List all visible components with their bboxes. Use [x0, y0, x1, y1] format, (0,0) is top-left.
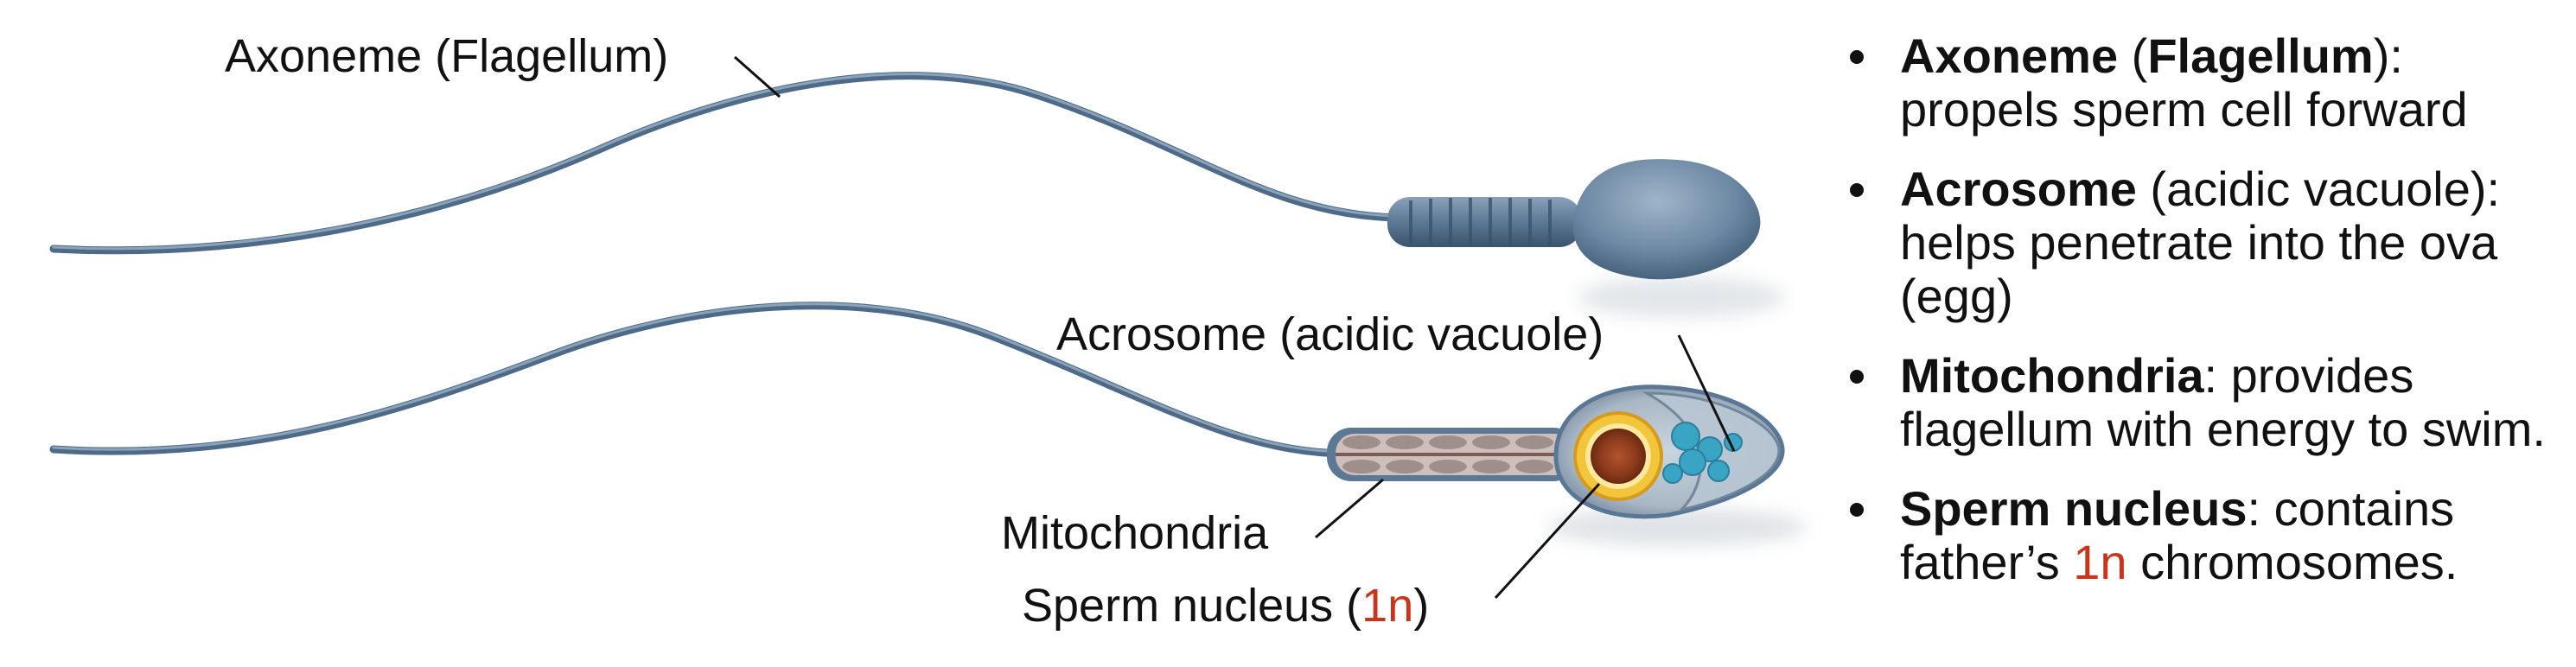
- midpiece-mitochondria: [1327, 428, 1578, 481]
- legend-desc: (acidic vacuole): helps penetrate into t…: [1900, 162, 2501, 323]
- legend-desc-end: chromosomes.: [2126, 535, 2458, 589]
- sperm-cross-section: [49, 302, 1807, 546]
- sperm-nucleus-label: Sperm nucleus (1n): [1022, 582, 1429, 629]
- legend-text: (: [2118, 29, 2148, 83]
- legend-term: Mitochondria: [1900, 348, 2204, 403]
- legend-term: Sperm nucleus: [1900, 481, 2248, 536]
- midpiece-external: [1387, 197, 1582, 247]
- nucleus-label-text: Sperm nucleus (: [1022, 580, 1362, 632]
- legend-desc: : contains father’s: [1900, 481, 2455, 589]
- flagellum-outer-bottom: [49, 302, 1353, 458]
- mitochondria-label: Mitochondria: [1001, 507, 1269, 559]
- legend-item-sperm-nucleus: Sperm nucleus: contains father’s 1n chro…: [1841, 482, 2567, 589]
- axoneme-leader: [734, 55, 781, 98]
- sperm-nucleus: [1573, 411, 1663, 501]
- acrosomal-vesicles: [1662, 422, 1743, 484]
- axoneme-label: Axoneme (Flagellum): [225, 30, 669, 82]
- legend-ploidy: 1n: [2073, 535, 2127, 589]
- leader-lines: [734, 55, 1736, 600]
- legend-desc: ): propels sperm cell forward: [1900, 29, 2468, 137]
- legend-list: Axoneme (Flagellum): propels sperm cell …: [1841, 29, 2567, 615]
- acrosome-label: Acrosome (acidic vacuole): [1056, 308, 1604, 360]
- legend-item-axoneme: Axoneme (Flagellum): propels sperm cell …: [1841, 29, 2567, 137]
- legend-desc: : provides flagellum with energy to swim…: [1900, 348, 2546, 456]
- acrosome-leader: [1677, 334, 1736, 452]
- legend-item-mitochondria: Mitochondria: provides flagellum with en…: [1841, 349, 2567, 456]
- mitochondria-leader: [1315, 478, 1384, 539]
- sperm-head-external: [1572, 159, 1761, 280]
- nucleus-leader: [1494, 482, 1601, 600]
- legend-term: Flagellum: [2147, 29, 2374, 83]
- nucleus-ploidy: 1n: [1361, 580, 1414, 632]
- sperm-external-view: [49, 72, 1785, 318]
- nucleus-label-close: ): [1413, 580, 1430, 632]
- legend-term: Acrosome: [1900, 162, 2137, 216]
- legend-term: Axoneme: [1900, 29, 2119, 83]
- legend-item-acrosome: Acrosome (acidic vacuole): helps penetra…: [1841, 162, 2567, 323]
- flagellum-outer-top: [49, 72, 1405, 255]
